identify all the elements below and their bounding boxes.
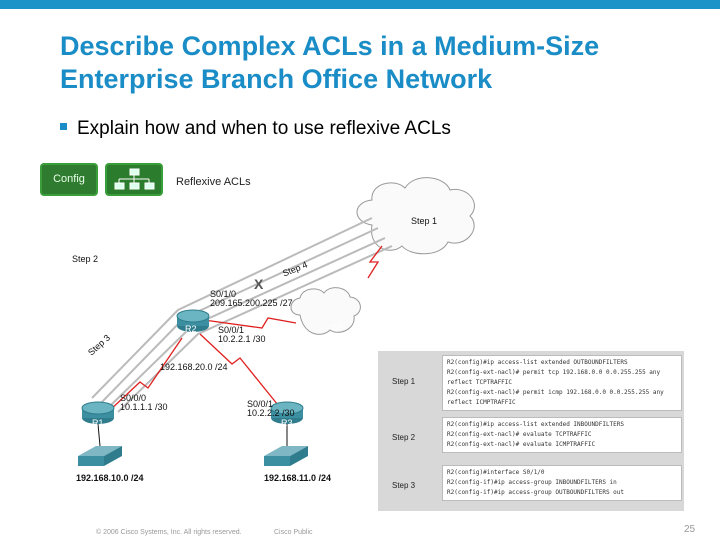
r2-s001-iface: S0/0/1: [218, 325, 245, 335]
config-step1-row: Step 1 R2(config)#ip access-list extende…: [386, 355, 682, 411]
router-r1-icon: [81, 401, 115, 424]
bullet-point: Explain how and when to use reflexive AC…: [60, 118, 451, 140]
r2-s010-ip: 209.165.200.225 /27: [210, 298, 293, 308]
config-step-label: Step 1: [392, 377, 416, 386]
router-r3-icon: [270, 401, 304, 424]
r3-lan-label: 192.168.11.0 /24: [264, 473, 332, 483]
config-panel: Step 1 R2(config)#ip access-list extende…: [378, 351, 684, 511]
step1-label: Step 1: [411, 216, 438, 226]
diagram-title: Reflexive ACLs: [176, 176, 251, 188]
r1-lan-link: [97, 423, 101, 447]
config-step2-row: Step 2 R2(config)#ip access-list extende…: [386, 417, 682, 457]
step2-label: Step 2: [72, 254, 99, 264]
config-code-block: R2(config)#interface S0/1/0 R2(config-if…: [442, 465, 682, 501]
config-step-label: Step 2: [392, 433, 416, 442]
code-line: reflect TCPTRAFFIC: [447, 379, 513, 386]
config-code-block: R2(config)#ip access-list extended OUTBO…: [442, 355, 682, 411]
top-accent-bar: [0, 0, 720, 9]
r3-iface: S0/0/1: [247, 399, 274, 409]
switch-r3-lan-icon: [264, 446, 308, 466]
r1-iface: S0/0/0: [120, 393, 147, 403]
footer-classification: Cisco Public: [274, 529, 313, 536]
router-r3-label: R3: [281, 418, 293, 428]
r2-lan-label: 192.168.20.0 /24: [160, 362, 228, 372]
network-topology-icon: [114, 168, 155, 190]
serial-links: [107, 245, 383, 413]
router-r1-label: R1: [92, 418, 104, 428]
page-number: 25: [684, 524, 696, 535]
isp-label: ISP: [330, 323, 343, 332]
code-line: R2(config)#ip access-list extended OUTBO…: [447, 359, 628, 366]
r3-ip: 10.2.2.2 /30: [247, 408, 295, 418]
footer-copyright: © 2006 Cisco Systems, Inc. All rights re…: [96, 529, 242, 536]
router-r2-icon: [176, 309, 210, 332]
blocked-mark: X: [254, 276, 264, 292]
code-line: R2(config-if)#ip access-group INBOUNDFIL…: [447, 479, 617, 486]
r1-lan-label: 192.168.10.0 /24: [76, 473, 144, 483]
topology-button[interactable]: [105, 163, 163, 196]
r1-ip: 10.1.1.1 /30: [120, 402, 168, 412]
code-line: reflect ICMPTRAFFIC: [447, 399, 516, 406]
bullet-text: Explain how and when to use reflexive AC…: [77, 118, 451, 139]
config-code-block: R2(config)#ip access-list extended INBOU…: [442, 417, 682, 453]
bullet-square-icon: [60, 123, 67, 131]
config-step-label: Step 3: [392, 481, 416, 490]
code-line: R2(config)#ip access-list extended INBOU…: [447, 421, 625, 428]
code-line: R2(config-ext-nacl)# permit tcp 192.168.…: [447, 369, 661, 376]
config-step3-row: Step 3 R2(config)#interface S0/1/0 R2(co…: [386, 465, 682, 505]
isp-cloud-icon: [290, 287, 361, 335]
internet-cloud-icon: [356, 177, 475, 255]
r2-s010-iface: S0/1/0: [210, 289, 237, 299]
slide-title: Describe Complex ACLs in a Medium-Size E…: [60, 31, 600, 94]
code-line: R2(config-if)#ip access-group OUTBOUNDFI…: [447, 489, 625, 496]
code-line: R2(config-ext-nacl)# evaluate ICMPTRAFFI…: [447, 441, 596, 448]
code-line: R2(config-ext-nacl)# evaluate TCPTRAFFIC: [447, 431, 592, 438]
router-r2-label: R2: [185, 324, 197, 334]
config-button[interactable]: Config: [40, 163, 98, 196]
switch-r1-lan-icon: [78, 446, 122, 466]
code-line: R2(config-ext-nacl)# permit icmp 192.168…: [447, 389, 664, 396]
r2-s001-ip: 10.2.2.1 /30: [218, 334, 266, 344]
code-line: R2(config)#interface S0/1/0: [447, 469, 545, 476]
